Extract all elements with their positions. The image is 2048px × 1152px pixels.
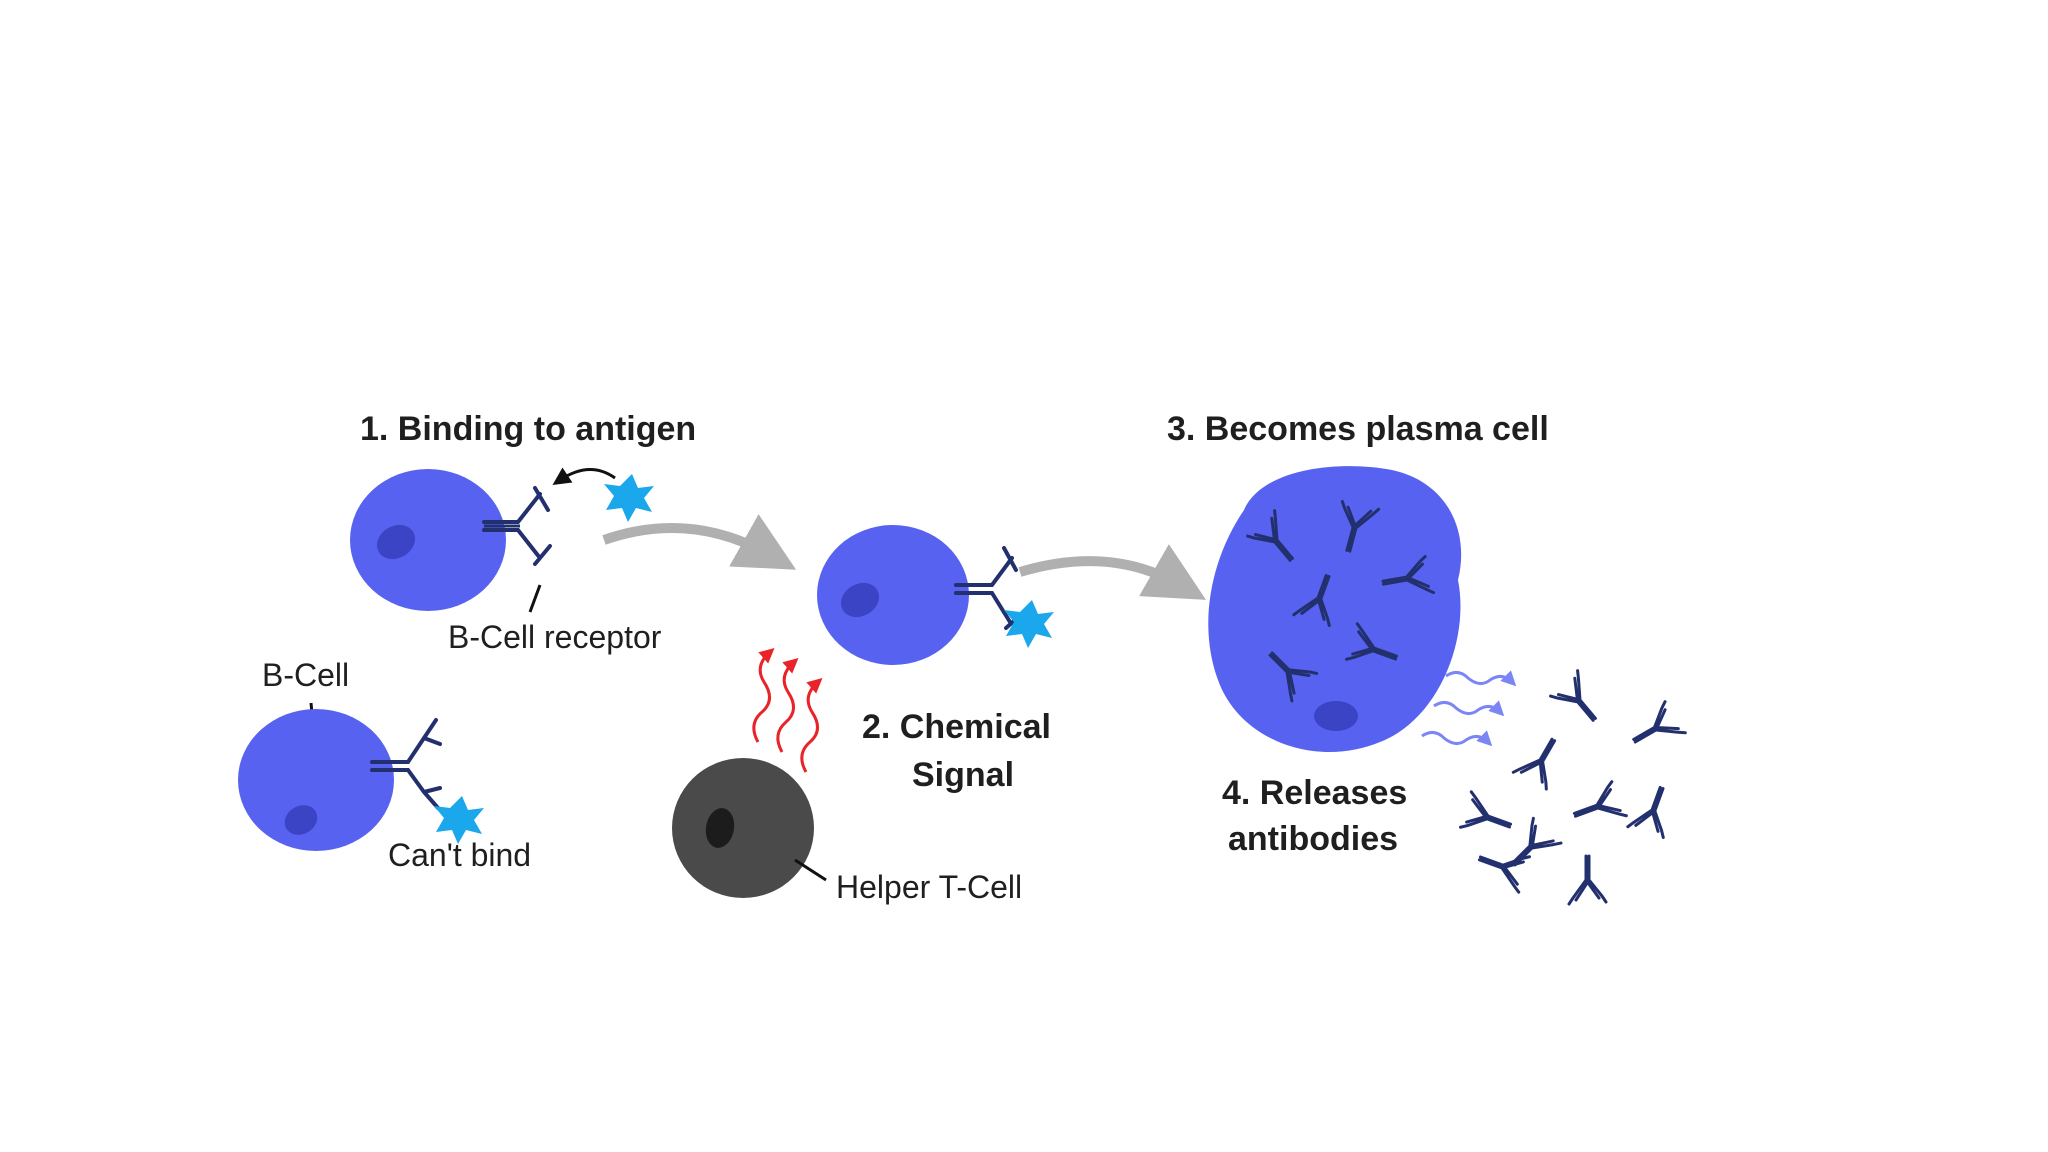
step2-title-line1: 2. Chemical (862, 708, 1051, 746)
b-cell-receptor-icon (482, 486, 552, 566)
process-arrow-1 (602, 514, 797, 570)
step4-title-line1: 4. Releases (1222, 774, 1407, 812)
mismatched-receptor-icon (370, 718, 442, 810)
step4-title-line2: antibodies (1228, 820, 1398, 858)
release-waves (1421, 670, 1517, 747)
step3-title: 3. Becomes plasma cell (1167, 410, 1549, 448)
step1-title: 1. Binding to antigen (360, 410, 696, 448)
b-cell-2 (238, 709, 394, 851)
step2-title-line2: Signal (912, 756, 1014, 794)
bound-receptor-icon (954, 546, 1026, 630)
bcell-receptor-label: B-Cell receptor (448, 619, 662, 655)
process-arrow-2 (1018, 544, 1207, 600)
antigen-star-icon (434, 796, 484, 844)
receptor-pointer-line (528, 584, 542, 613)
bcell-label: B-Cell (262, 657, 349, 693)
helper-tcell-label: Helper T-Cell (836, 869, 1022, 905)
b-cell-activated (817, 525, 969, 665)
tcell-pointer-line (794, 858, 827, 882)
antigen-star-icon (604, 474, 654, 522)
b-cell-1 (350, 469, 506, 611)
chemical-signal-arrows (752, 648, 823, 773)
helper-t-cell (672, 758, 814, 898)
plasma-cell (1208, 466, 1462, 753)
bound-antigen-star-icon (1004, 600, 1054, 648)
cant-bind-label: Can't bind (388, 837, 531, 873)
binding-arrow (552, 467, 616, 485)
